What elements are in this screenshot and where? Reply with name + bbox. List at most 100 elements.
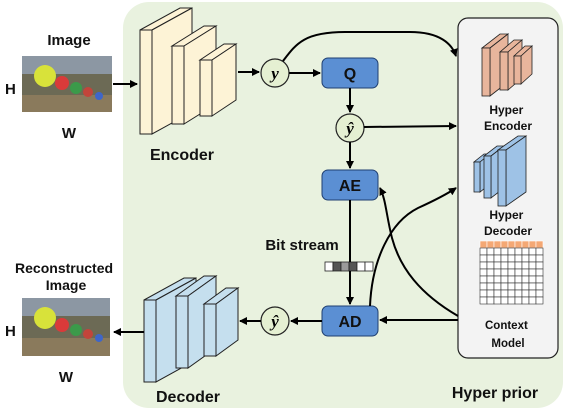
input-image <box>22 56 112 112</box>
context-grid-cell <box>479 268 488 277</box>
context-grid-cell <box>535 289 544 298</box>
output-title-line2: Image <box>46 277 87 293</box>
context-grid-cell <box>528 240 537 249</box>
hyper-decoder-line1: Hyper <box>489 208 523 222</box>
context-grid-cell <box>479 261 488 270</box>
context-model-label: Context Model <box>485 320 531 350</box>
context-grid-cell <box>521 282 530 291</box>
context-grid-cell <box>528 296 537 305</box>
context-grid-cell <box>535 282 544 291</box>
context-grid-cell <box>493 254 502 263</box>
context-grid-cell <box>486 289 495 298</box>
context-grid-cell <box>493 247 502 256</box>
context-grid-cell <box>486 261 495 270</box>
context-grid-cell <box>493 289 502 298</box>
context-grid-cell <box>521 261 530 270</box>
hyper-encoder-line2: Encoder <box>484 119 532 133</box>
context-grid-cell <box>528 254 537 263</box>
context-grid-cell <box>514 289 523 298</box>
arith-decoder-label: AD <box>338 314 361 331</box>
context-grid-cell <box>493 275 502 284</box>
context-grid-cell <box>479 240 488 249</box>
bit-stream-label: Bit stream <box>265 237 338 254</box>
context-grid-cell <box>535 296 544 305</box>
context-grid-cell <box>507 275 516 284</box>
context-grid-cell <box>493 296 502 305</box>
context-grid-cell <box>479 296 488 305</box>
context-grid-cell <box>493 282 502 291</box>
context-grid-cell <box>514 240 523 249</box>
context-grid-cell <box>486 254 495 263</box>
arrow-ad-to-hyper <box>369 187 457 307</box>
context-grid-cell <box>507 296 516 305</box>
decoder-label: Decoder <box>156 389 220 406</box>
context-model-line2: Model <box>491 338 524 350</box>
context-grid-cell <box>521 275 530 284</box>
context-grid-cell <box>521 254 530 263</box>
context-grid-cell <box>486 247 495 256</box>
hyper-prior-label: Hyper prior <box>452 385 538 402</box>
context-grid-cell <box>521 289 530 298</box>
context-grid-cell <box>486 240 495 249</box>
flow-arrows <box>113 31 459 336</box>
context-grid-cell <box>535 254 544 263</box>
output-width-label: W <box>59 369 74 386</box>
context-grid-cell <box>479 247 488 256</box>
context-grid-cell <box>500 261 509 270</box>
context-grid-cell <box>493 261 502 270</box>
context-grid-cell <box>514 282 523 291</box>
context-grid-cell <box>486 282 495 291</box>
context-grid-cell <box>535 261 544 270</box>
context-model-line1: Context <box>485 320 528 332</box>
context-grid-cell <box>500 296 509 305</box>
quantizer-label: Q <box>344 66 356 83</box>
hyper-encoder-line1: Hyper <box>489 103 523 117</box>
hyper-decoder-icon <box>472 135 528 207</box>
arrow-yhat-to-hyper <box>363 122 457 131</box>
context-grid-cell <box>514 261 523 270</box>
context-grid-cell <box>500 289 509 298</box>
context-grid-cell <box>479 254 488 263</box>
arrow-y-to-hyper-encoder <box>282 31 458 62</box>
context-grid-cell <box>493 240 502 249</box>
context-grid-cell <box>479 275 488 284</box>
context-grid-cell <box>500 254 509 263</box>
arith-encoder-label: AE <box>339 178 362 195</box>
output-height-label: H <box>5 323 16 340</box>
context-grid-cell <box>528 247 537 256</box>
input-width-label: W <box>62 125 77 142</box>
decoded-yhat-symbol: ŷ <box>269 312 279 331</box>
context-grid-cell <box>535 275 544 284</box>
context-grid-cell <box>514 296 523 305</box>
latent-yhat-symbol: ŷ <box>344 119 354 138</box>
context-grid-cell <box>528 261 537 270</box>
encoder-blocks <box>139 7 238 135</box>
context-grid-cell <box>521 296 530 305</box>
hyper-encoder-icon <box>480 33 534 97</box>
input-image-title: Image <box>47 32 90 49</box>
context-grid-cell <box>507 240 516 249</box>
context-grid-cell <box>479 289 488 298</box>
context-model-grid <box>479 240 544 305</box>
input-height-label: H <box>5 81 16 98</box>
context-grid-cell <box>486 268 495 277</box>
context-grid-cell <box>521 268 530 277</box>
context-grid-cell <box>507 261 516 270</box>
context-grid-cell <box>500 268 509 277</box>
context-grid-cell <box>514 254 523 263</box>
context-grid-cell <box>507 247 516 256</box>
context-grid-cell <box>493 268 502 277</box>
context-grid-cell <box>514 275 523 284</box>
latent-y-symbol: y <box>269 64 279 83</box>
context-grid-cell <box>514 247 523 256</box>
context-grid-cell <box>507 254 516 263</box>
arrow-context-to-ae <box>379 187 459 317</box>
context-grid-cell <box>535 247 544 256</box>
hyper-encoder-label: Hyper Encoder <box>484 103 532 133</box>
context-grid-cell <box>500 275 509 284</box>
context-grid-cell <box>535 240 544 249</box>
context-grid-cell <box>521 240 530 249</box>
decoder-blocks <box>143 275 240 383</box>
context-grid-cell <box>528 282 537 291</box>
